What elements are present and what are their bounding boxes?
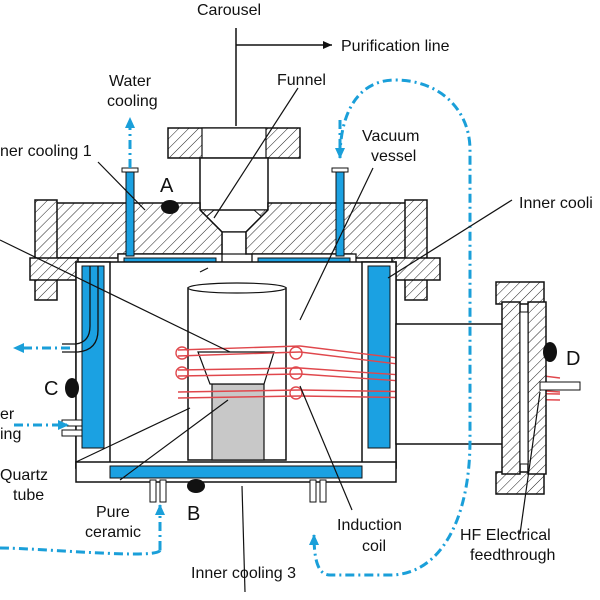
label-point-b: B: [187, 503, 200, 525]
point-d-marker: [543, 342, 557, 362]
quartz-tube: [187, 282, 287, 461]
label-water-left-2: ing: [0, 426, 21, 443]
label-funnel: Funnel: [277, 72, 326, 89]
label-water-cooling-1: Water: [109, 73, 152, 90]
label-point-d: D: [566, 348, 580, 370]
label-water-left-1: er: [0, 406, 15, 423]
point-c-marker: [65, 378, 79, 398]
label-hf-1: HF Electrical: [460, 527, 551, 544]
label-inner-cooling-3: Inner cooling 3: [191, 565, 296, 582]
leader-lines: [0, 87, 541, 593]
hf-port: [395, 281, 581, 495]
label-vacuum-1: Vacuum: [362, 128, 420, 145]
label-water-cooling-2: cooling: [107, 93, 158, 110]
label-pure-1: Pure: [96, 504, 130, 521]
water-flow-paths: [0, 78, 472, 577]
point-a-marker: [161, 200, 179, 214]
label-hf-2: feedthrough: [470, 547, 555, 564]
top-lid: [29, 199, 441, 301]
label-induction-2: coil: [362, 538, 386, 555]
label-quartz-2: tube: [13, 487, 44, 504]
label-vacuum-2: vessel: [371, 148, 416, 165]
label-point-a: A: [160, 175, 174, 197]
label-inner-cooling-1: ner cooling 1: [0, 143, 92, 160]
label-point-c: C: [44, 378, 58, 400]
labels: Carousel Purification line Water cooling…: [0, 2, 593, 582]
label-pure-2: ceramic: [85, 524, 141, 541]
point-b-marker: [187, 479, 205, 493]
label-inner-cooling-2: Inner cooli: [519, 195, 593, 212]
label-carousel: Carousel: [197, 2, 261, 19]
label-purification-line: Purification line: [341, 38, 450, 55]
label-quartz-1: Quartz: [0, 467, 48, 484]
label-induction-1: Induction: [337, 517, 402, 534]
carousel-arrows: [235, 28, 332, 126]
